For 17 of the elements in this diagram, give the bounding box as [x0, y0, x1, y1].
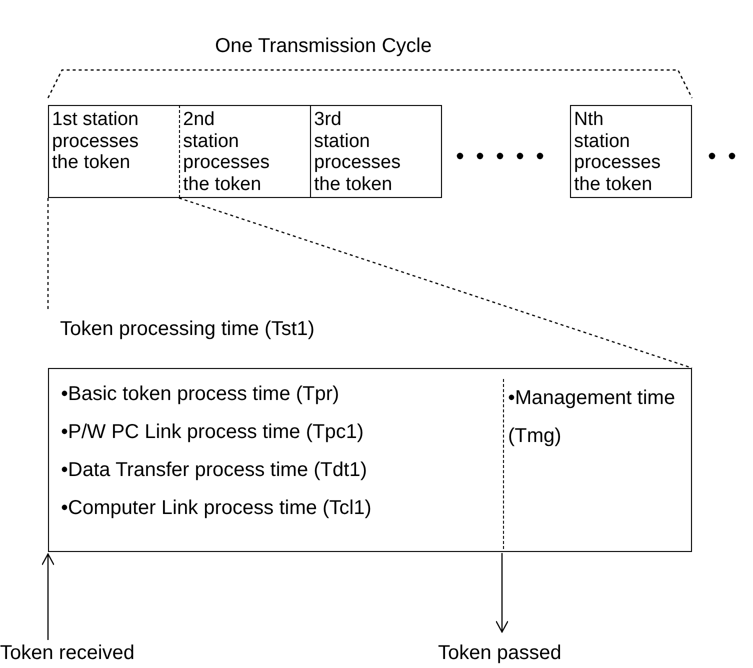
- zoom-line: [47, 198, 49, 312]
- caption-text: Token passed: [438, 642, 562, 665]
- arrow: [41, 553, 55, 640]
- arrow: [495, 553, 509, 633]
- bullet-item: •Basic token process time (Tpr): [61, 382, 340, 407]
- bullet-item: •P/W PC Link process time (Tpc1): [61, 420, 365, 445]
- zoom-line: [178, 197, 692, 369]
- station-box: Nth station processes the token: [570, 105, 692, 198]
- bullet-item: •Computer Link process time (Tcl1): [61, 496, 372, 521]
- caption-text: Token received: [0, 642, 135, 665]
- station-box: 2nd station processes the token: [179, 105, 311, 198]
- station-box: 1st station processes the token: [48, 105, 179, 198]
- bullet-item: •Management time (Tmg): [503, 379, 688, 549]
- section-heading: Token processing time (Tst1): [60, 318, 315, 341]
- station-box: 3rd station processes the token: [310, 105, 442, 198]
- cycle-label: One Transmission Cycle: [215, 35, 432, 58]
- bullet-item: •Data Transfer process time (Tdt1): [61, 458, 368, 483]
